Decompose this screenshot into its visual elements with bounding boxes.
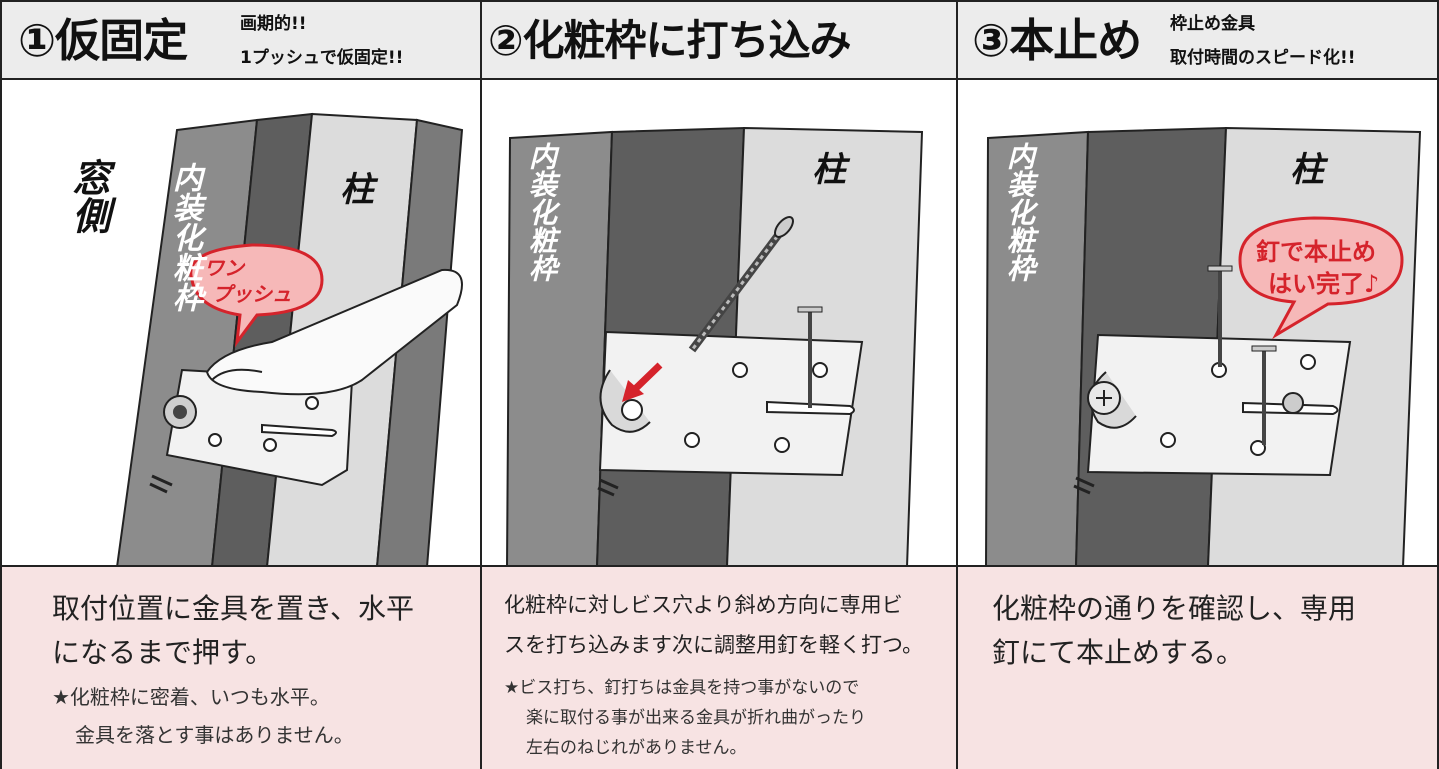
step-1-panel: ①仮固定 画期的!! 1プッシュで仮固定!!: [0, 0, 482, 769]
step-3-description: 化粧枠の通りを確認し、専用 釘にて本止めする。: [958, 567, 1437, 769]
step-3-header: ③本止め 枠止め金具 取付時間のスピード化!!: [958, 0, 1437, 80]
step-1-note-2: 金具を落とす事はありません。: [75, 723, 354, 747]
step-1-label-madogawa: 窓側: [66, 158, 110, 234]
step-2-label-naiso: 内装化粧枠: [525, 142, 558, 282]
step-2-description: 化粧枠に対しビス穴より斜め方向に専用ビ スを打ち込みます次に調整用釘を軽く打つ。…: [482, 567, 956, 769]
step-3-illustration: 内装化粧枠 柱 釘で本止め はい完了♪: [958, 80, 1437, 567]
step-2-panel: ②化粧枠に打ち込み: [482, 0, 958, 769]
step-3-bubble-line-1: 釘で本止め: [1256, 238, 1376, 266]
step-3-subtitle-1: 枠止め金具: [1170, 14, 1255, 34]
step-1-text-line-2: になるまで押す。: [52, 636, 274, 669]
step-1-label-hashira: 柱: [340, 170, 374, 210]
step-1-title: ①仮固定: [18, 14, 188, 67]
step-1-illustration: 窓側 内装化粧枠 柱 ワン プッシュ: [2, 80, 480, 567]
step-1-note-1: ★化粧枠に密着、いつも水平。: [52, 685, 330, 709]
step-3-title: ③本止め: [972, 14, 1142, 67]
step-2-label-hashira: 柱: [812, 150, 846, 190]
step-2-text-line-2: スを打ち込みます次に調整用釘を軽く打つ。: [504, 633, 924, 657]
step-2-note-1: ★ビス打ち、釘打ちは金具を持つ事がないので: [504, 678, 860, 698]
step-1-header: ①仮固定 画期的!! 1プッシュで仮固定!!: [2, 0, 480, 80]
step-1-label-naiso: 内装化粧枠: [167, 162, 202, 312]
step-3-bubble-line-2: はい完了♪: [1268, 270, 1380, 298]
step-2-note-2: 楽に取付る事が出来る金具が折れ曲がったり: [526, 708, 866, 728]
step-1-text-line-1: 取付位置に金具を置き、水平: [52, 592, 415, 625]
step-1-subtitle-2: 1プッシュで仮固定!!: [240, 48, 404, 68]
step-1-bubble-line-2: プッシュ: [212, 282, 292, 306]
step-2-note-3: 左右のねじれがありません。: [526, 738, 747, 758]
step-2-title: ②化粧枠に打ち込み: [488, 16, 852, 65]
step-2-text-line-1: 化粧枠に対しビス穴より斜め方向に専用ビ: [504, 593, 903, 617]
step-3-subtitle-2: 取付時間のスピード化!!: [1170, 48, 1356, 68]
step-1-bubble-line-1: ワン: [204, 256, 244, 280]
step-2-header: ②化粧枠に打ち込み: [482, 0, 956, 80]
step-3-panel: ③本止め 枠止め金具 取付時間のスピード化!!: [958, 0, 1439, 769]
step-3-label-hashira: 柱: [1290, 150, 1324, 190]
step-3-text-line-2: 釘にて本止めする。: [992, 636, 1245, 669]
step-1-subtitle-1: 画期的!!: [240, 14, 307, 34]
step-2-illustration: 内装化粧枠 柱: [482, 80, 956, 567]
step-3-label-naiso: 内装化粧枠: [1003, 142, 1036, 282]
step-1-description: 取付位置に金具を置き、水平 になるまで押す。 ★化粧枠に密着、いつも水平。 金具…: [2, 567, 480, 769]
step-3-text-line-1: 化粧枠の通りを確認し、専用: [992, 592, 1357, 625]
